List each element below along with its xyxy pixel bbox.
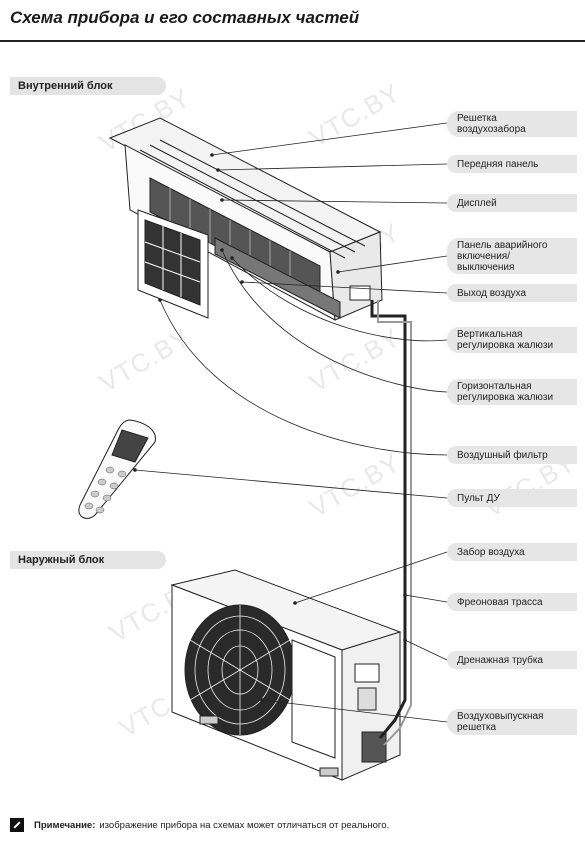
- leader-dots: [133, 153, 407, 702]
- callout-refrigerant-line: Фреоновая трасса: [447, 593, 577, 611]
- section-label-indoor: Внутренний блок: [10, 77, 166, 95]
- callout-air-filter: Воздушный фильтр: [447, 446, 577, 464]
- leader-lines: [134, 122, 448, 723]
- callout-drain-pipe: Дренажная трубка: [447, 651, 577, 669]
- callout-air-intake: Забор воздуха: [447, 543, 577, 561]
- note-label: Примечание:: [34, 819, 96, 831]
- callout-air-discharge-grille: Воздуховыпускная решетка: [447, 709, 577, 735]
- indoor-unit-illustration: [108, 117, 412, 640]
- title-divider: [0, 40, 585, 42]
- callout-emergency-switch-panel: Панель аварийного включения/ выключения: [447, 238, 577, 274]
- air-filter-illustration: [137, 209, 209, 319]
- callout-air-outlet: Выход воздуха: [447, 284, 577, 302]
- callout-air-intake-grille: Решетка воздухозабора: [447, 111, 577, 137]
- note: Примечание: изображение прибора на схема…: [10, 818, 570, 832]
- page-title: Схема прибора и его составных частей: [10, 8, 360, 27]
- callout-front-panel: Передняя панель: [447, 155, 577, 173]
- callout-vertical-louver: Вертикальная регулировка жалюзи: [447, 327, 577, 353]
- callout-remote-control: Пульт ДУ: [447, 489, 577, 507]
- callout-horizontal-louver: Горизонтальная регулировка жалюзи: [447, 379, 577, 405]
- section-label-outdoor: Наружный блок: [10, 551, 166, 569]
- remote-control-illustration: [78, 419, 156, 519]
- callout-display: Дисплей: [447, 194, 577, 212]
- pencil-icon: [10, 818, 24, 832]
- note-text: изображение прибора на схемах может отли…: [99, 819, 390, 831]
- outdoor-unit-illustration: [170, 569, 412, 781]
